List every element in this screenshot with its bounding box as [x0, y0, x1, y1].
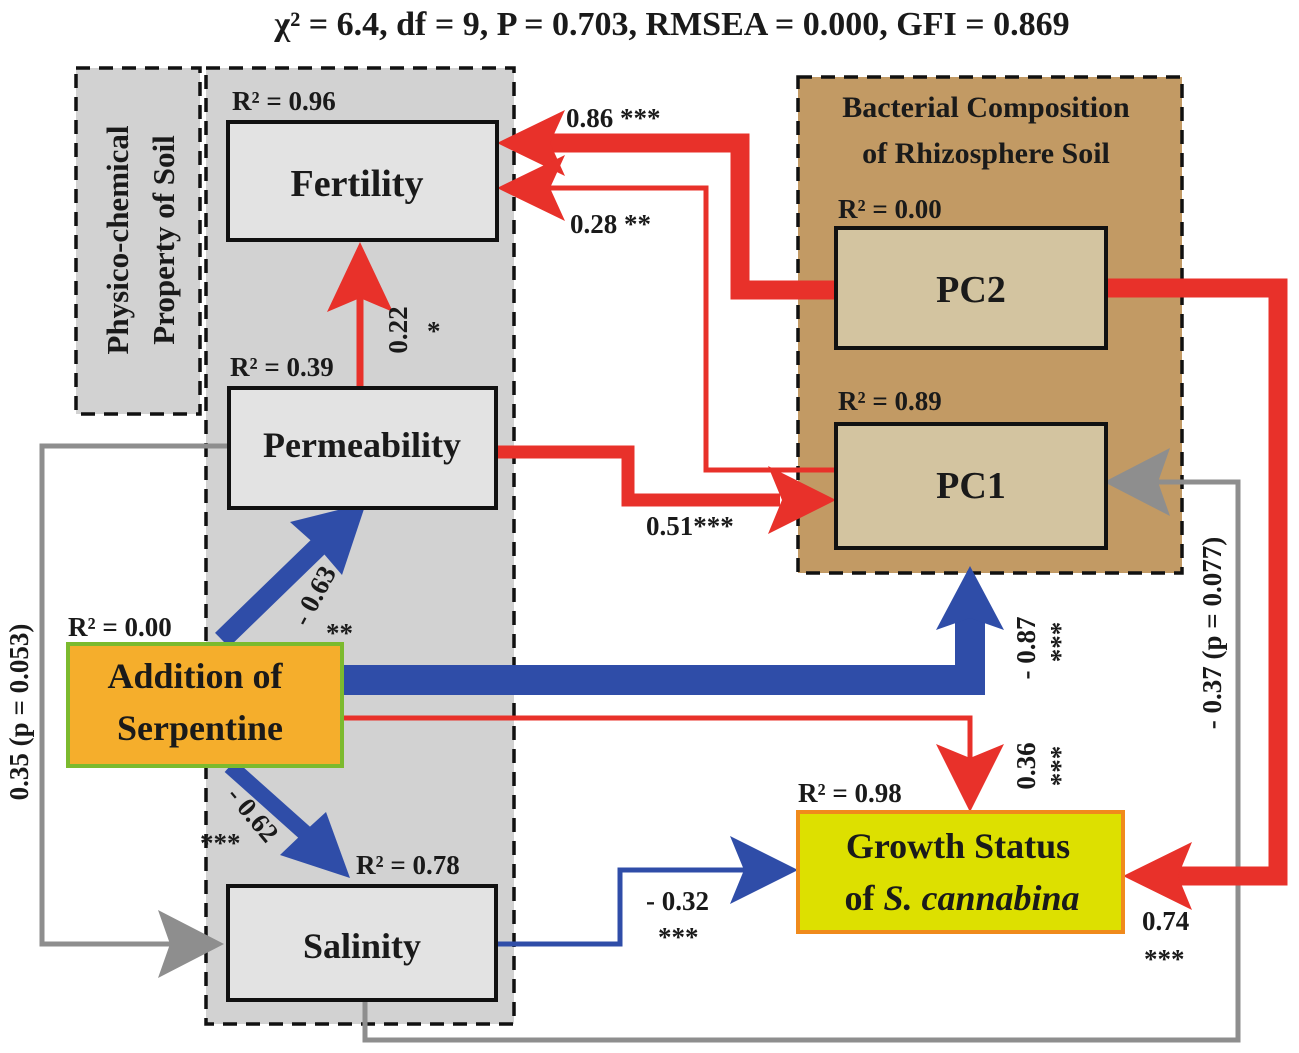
node-salinity: Salinity	[226, 884, 498, 1002]
soil-property-label-panel	[74, 66, 202, 416]
salinity-r2: R² = 0.78	[356, 850, 460, 880]
bacterial-group-title-line1: Bacterial Composition	[842, 91, 1130, 124]
node-pc2: PC2	[834, 226, 1108, 350]
path-salinity-growth	[496, 836, 798, 947]
node-pc1: PC1	[834, 422, 1108, 550]
sig-permeability-fertility: *	[427, 316, 441, 346]
serpentine-label-line1: Addition of	[107, 656, 283, 696]
path-permeability-pc1	[486, 445, 836, 534]
pc2-r2: R² = 0.00	[838, 194, 942, 224]
salinity-label: Salinity	[303, 926, 421, 966]
coef-pc2-fertility: 0.86 ***	[566, 103, 661, 133]
path-pc2-fertility	[497, 110, 836, 300]
coef-permeability-fertility: 0.22	[383, 306, 413, 353]
sig-serpentine-growth: ***	[1045, 746, 1075, 787]
growth-label-line2: of S. cannabina	[844, 878, 1079, 918]
sig-serpentine-pc1: ***	[1045, 622, 1075, 663]
path-permeability-fertility	[327, 242, 393, 388]
path-serpentine-permeability	[215, 503, 366, 648]
permeability-label: Permeability	[263, 425, 461, 465]
growth-label-prefix: of	[844, 878, 883, 918]
sig-serpentine-permeability: **	[326, 618, 353, 648]
soil-group-title-line2: Property of Soil	[146, 135, 181, 345]
fertility-r2: R² = 0.96	[232, 86, 336, 116]
path-salinity-pc1	[362, 448, 1241, 1043]
sig-pc2-growth: ***	[1144, 944, 1185, 974]
soil-group-title-line1: Physico-chemical	[100, 125, 135, 354]
path-serpentine-salinity	[224, 760, 350, 878]
coef-pc1-fertility: 0.28 **	[570, 209, 651, 239]
path-pc1-fertility	[497, 155, 836, 473]
bacterial-group-title-line2: of Rhizosphere Soil	[862, 137, 1110, 170]
pc1-label: PC1	[936, 465, 1006, 507]
serpentine-label-line2: Serpentine	[117, 708, 283, 748]
path-permeability-salinity	[39, 443, 230, 978]
node-fertility: Fertility	[226, 120, 499, 242]
growth-label-species: S. cannabina	[883, 878, 1079, 918]
coef-serpentine-pc1: - 0.87	[1011, 617, 1041, 680]
sig-serpentine-salinity: ***	[200, 828, 241, 858]
growth-label-line1: Growth Status	[846, 826, 1070, 866]
coef-permeability-salinity: 0.35 (p = 0.053)	[4, 624, 34, 801]
coef-salinity-pc1: - 0.37 (p = 0.077)	[1197, 537, 1227, 729]
path-serpentine-growth	[342, 715, 1004, 812]
coef-permeability-pc1: 0.51***	[646, 511, 734, 541]
node-permeability: Permeability	[227, 386, 498, 510]
fertility-label: Fertility	[291, 163, 424, 205]
serpentine-r2: R² = 0.00	[68, 612, 172, 642]
permeability-r2: R² = 0.39	[230, 352, 334, 382]
pc1-r2: R² = 0.89	[838, 386, 942, 416]
path-pc2-growth	[1108, 278, 1288, 910]
sig-salinity-growth: ***	[658, 922, 699, 952]
fit-statistics: χ² = 6.4, df = 9, P = 0.703, RMSEA = 0.0…	[273, 6, 1069, 43]
coef-serpentine-growth: 0.36	[1011, 742, 1041, 789]
node-growth-status: Growth Status of S. cannabina	[796, 810, 1125, 934]
path-serpentine-pc1	[342, 566, 1004, 695]
node-serpentine: Addition of Serpentine	[66, 642, 344, 768]
coef-salinity-growth: - 0.32	[646, 886, 709, 916]
coef-pc2-growth: 0.74	[1142, 906, 1189, 936]
pc2-label: PC2	[936, 269, 1006, 311]
growth-r2: R² = 0.98	[798, 778, 902, 808]
